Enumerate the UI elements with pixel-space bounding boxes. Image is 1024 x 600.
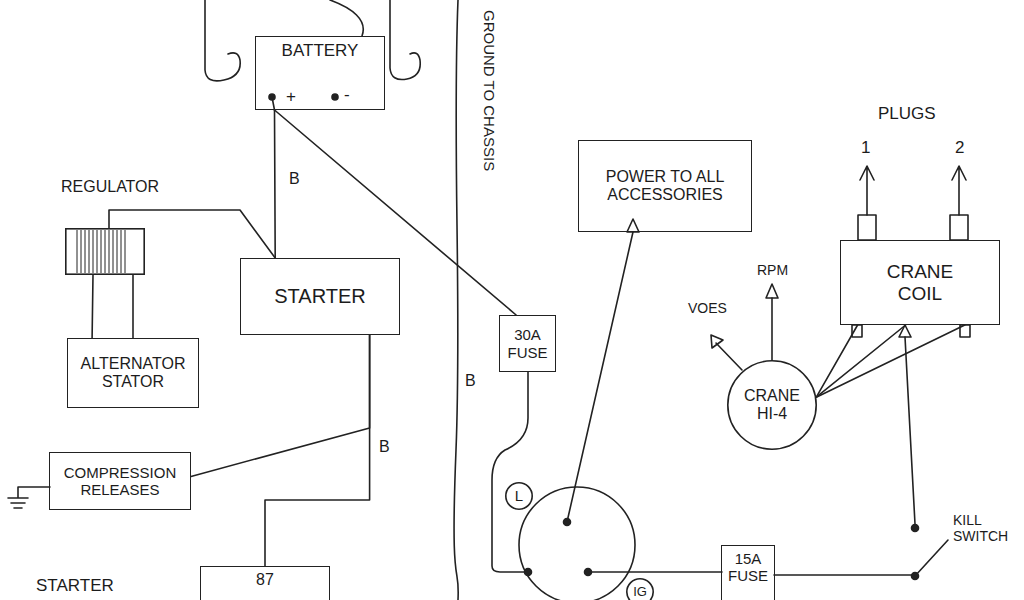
wire [492, 372, 528, 572]
node-text: 15A FUSE [726, 550, 770, 585]
coil-terminal [899, 325, 911, 337]
plug-number: 1 [861, 138, 870, 158]
node-text: 30A FUSE [504, 326, 551, 361]
plug-arrow [952, 166, 966, 215]
wire [774, 574, 912, 576]
release-box: COMPRESSION RELEASES [49, 452, 191, 510]
circle-outline [627, 579, 653, 600]
battery-cable [205, 0, 240, 81]
terminal-tag: L [505, 482, 533, 510]
plug-post [950, 215, 968, 240]
ground-cable [330, 0, 363, 36]
wire-connector [275, 110, 517, 315]
chassis-ground-line [454, 0, 458, 600]
arrow-head [711, 335, 723, 348]
plug-post [858, 215, 876, 240]
regulator-hatch [85, 230, 86, 273]
regulator-hatch [113, 230, 114, 273]
wire-code: B [287, 170, 302, 188]
wire-connector [109, 210, 275, 258]
battery-cable [390, 0, 420, 80]
wire-connector [91, 275, 94, 338]
signal-label: VOES [688, 300, 727, 316]
node-text: 87 [256, 571, 274, 589]
terminal-tag: IG [626, 578, 654, 600]
wire-connector [816, 325, 965, 397]
node-text: REGULATOR [61, 178, 159, 196]
wire [905, 337, 915, 524]
signal-wire [716, 343, 742, 370]
regulator-hatch [105, 230, 106, 273]
node-text: IG [633, 585, 647, 600]
node-text: ALTERNATOR STATOR [72, 355, 194, 392]
accessory-box: POWER TO ALL ACCESSORIES [578, 140, 752, 232]
wire-code: B [465, 372, 476, 390]
signal-wire [771, 298, 773, 360]
switch-label: KILL SWITCH [953, 512, 1015, 544]
plug-number: 2 [955, 138, 964, 158]
node-text: CRANE COIL [875, 261, 965, 305]
regulator-hatch [117, 230, 118, 273]
node-text: - [344, 85, 350, 105]
node-text: L [515, 487, 523, 504]
regulator-hatch [93, 230, 94, 273]
signal-label: RPM [757, 262, 788, 278]
plugs-label: PLUGS [878, 104, 936, 124]
regulator-hatch [81, 230, 82, 273]
regulator-hatch [97, 230, 98, 273]
ignition-module: CRANE HI-4 [727, 360, 817, 450]
ignition-coil: CRANE COIL [840, 240, 1000, 325]
wire [272, 97, 275, 110]
starter-box: STARTER [240, 258, 400, 335]
plug-arrow [860, 166, 874, 215]
regulator-hatch [121, 230, 122, 273]
regulator-outline [66, 229, 144, 274]
wire [567, 232, 633, 522]
circle-outline [728, 361, 816, 449]
wire-connector [191, 335, 370, 476]
switch-lever [915, 540, 948, 576]
switch-contact [912, 525, 919, 532]
battery-box: BATTERY + - [255, 36, 385, 110]
ground-symbol [8, 487, 50, 508]
node-text: + [286, 87, 296, 107]
regulator-outline [65, 228, 145, 275]
arrow-head [627, 219, 639, 232]
regulator-hatch [109, 230, 110, 273]
regulator-symbol: REGULATOR [65, 228, 145, 275]
terminal-dot [332, 94, 338, 100]
wire-connector [265, 335, 370, 566]
wire [588, 571, 722, 573]
regulator-hatch [89, 230, 90, 273]
regulator-hatch [125, 230, 126, 273]
regulator-hatch [101, 230, 102, 273]
node-text: STARTER [274, 285, 366, 308]
ground-label: GROUND TO CHASSIS [481, 10, 498, 171]
fuse-box: 15A FUSE [721, 545, 775, 600]
node-text: POWER TO ALL ACCESSORIES [585, 168, 745, 205]
circle-outline [506, 483, 532, 509]
ignition-switch [519, 487, 635, 600]
arrow-head [766, 284, 778, 298]
wire-connector [274, 110, 276, 258]
regulator-hatch [77, 230, 78, 273]
stator-box: ALTERNATOR STATOR [67, 338, 199, 408]
node-text: CRANE HI-4 [736, 387, 808, 424]
terminal-dot [525, 569, 532, 576]
wire-connector [132, 275, 134, 338]
node-text: COMPRESSION RELEASES [54, 464, 186, 499]
fuse-box: 30A FUSE [499, 315, 556, 372]
wire-code: B [377, 438, 392, 456]
relay-box: 87 [200, 566, 330, 600]
part-label: STARTER [36, 576, 114, 596]
node-text: BATTERY [282, 41, 359, 61]
